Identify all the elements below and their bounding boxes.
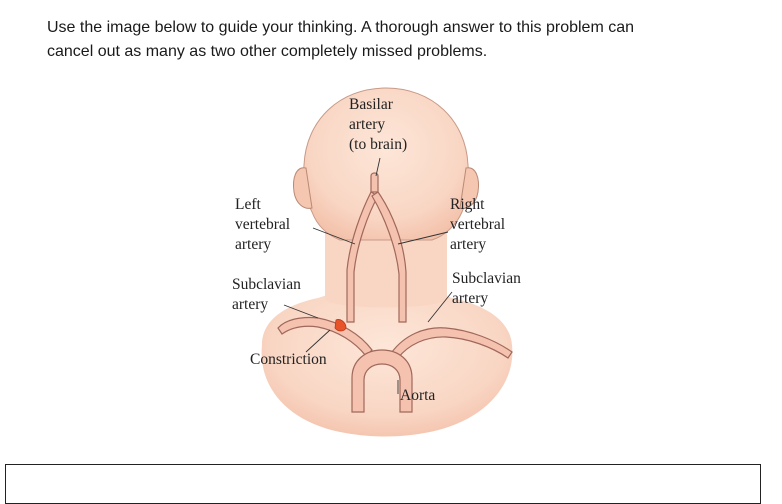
question-line-1: Use the image below to guide your thinki… <box>47 19 635 36</box>
basilar-label-line-3: (to brain) <box>349 136 407 153</box>
aorta-vessel <box>351 349 413 413</box>
head-silhouette <box>303 87 470 241</box>
aorta-label: Aorta <box>400 387 435 404</box>
constriction-marker <box>334 319 347 332</box>
left-subclavian-label-line-2: artery <box>232 296 268 313</box>
left-subclavian-label-line-1: Subclavian <box>232 276 301 293</box>
right-vertebral-label-line-2: vertebral <box>450 216 505 233</box>
left-ear <box>293 167 313 209</box>
basilar-label-line-2: artery <box>349 116 385 133</box>
question-line-2: cancel out as many as two other complete… <box>47 43 488 60</box>
answer-textbox[interactable] <box>5 464 761 504</box>
left-vertebral-label-line-3: artery <box>235 236 271 253</box>
right-subclavian-vessel <box>391 327 513 359</box>
right-ear <box>459 167 479 209</box>
left-vertebral-label-line-2: vertebral <box>235 216 290 233</box>
right-vertebral-label-line-3: artery <box>450 236 486 253</box>
basilar-label-line-1: Basilar <box>349 96 394 113</box>
right-subclavian-label-line-2: artery <box>452 290 488 307</box>
right-vertebral-vessel <box>371 191 407 323</box>
leader-lines <box>283 157 453 394</box>
left-vertebral-label-line-1: Left <box>235 196 262 213</box>
left-vertebral-vessel <box>346 191 379 323</box>
question-prompt: Use the image below to guide your thinki… <box>47 16 767 64</box>
right-vertebral-label-line-1: Right <box>450 196 485 213</box>
constriction-label: Constriction <box>250 351 327 368</box>
right-subclavian-label-line-1: Subclavian <box>452 270 521 287</box>
neck-arteries-diagram: Basilar artery (to brain) Left vertebral… <box>232 87 521 437</box>
arteries <box>277 172 513 413</box>
basilar-artery-vessel <box>370 172 379 193</box>
